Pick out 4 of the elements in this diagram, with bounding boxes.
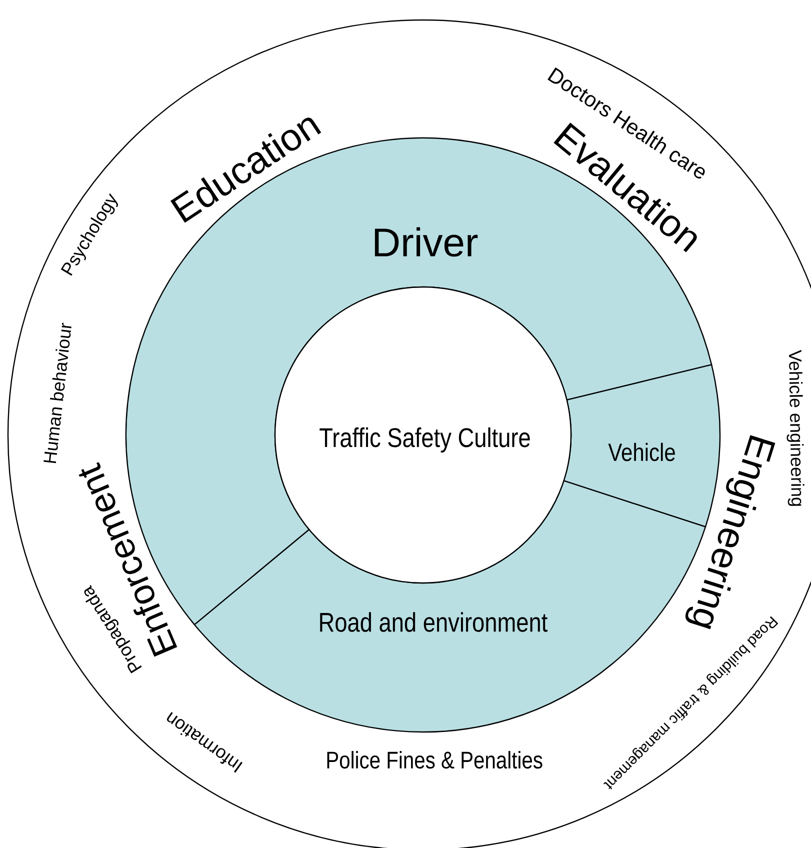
ring-segment: Vehicle: [563, 364, 721, 528]
ring-label: Human behaviour: [44, 322, 72, 464]
ring-label: Vehicle engineering: [786, 350, 804, 506]
ring-label: Police Fines & Penalties: [327, 750, 542, 769]
